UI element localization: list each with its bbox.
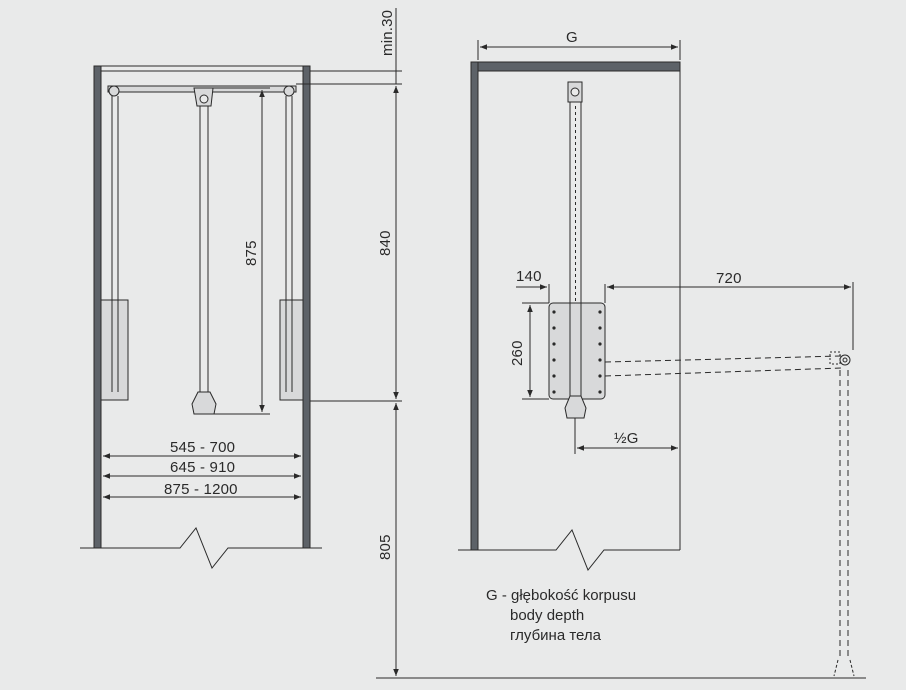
front-view [80, 65, 322, 569]
label-875-1200: 875 - 1200 [164, 481, 238, 498]
back-panel [470, 61, 479, 551]
extended-rail-end [829, 351, 851, 366]
side-top-panel [477, 61, 681, 72]
legend-line-russian: глубина тела [510, 627, 601, 644]
side-floor-break [458, 529, 680, 571]
side-view [458, 40, 855, 677]
front-pull-handle [191, 391, 217, 415]
label-840: 840 [377, 230, 394, 256]
label-875: 875 [243, 240, 260, 266]
extended-handle-dashed [833, 659, 855, 677]
right-rail-mount [283, 85, 295, 97]
left-side-panel [93, 65, 102, 549]
label-805: 805 [377, 534, 394, 560]
label-g: G [566, 29, 578, 46]
front-floor-break [80, 527, 322, 569]
left-mechanism-plate [100, 299, 129, 401]
legend: G - głębokość korpusu body depth глубина… [486, 586, 636, 646]
left-rail-mount [108, 85, 120, 97]
legend-line-polish: G - głębokość korpusu [486, 587, 637, 604]
label-645-910: 645 - 910 [170, 459, 236, 476]
label-720: 720 [716, 270, 742, 287]
vertical-dimensions [296, 8, 866, 679]
legend-line-english: body depth [510, 607, 585, 624]
side-mechanism-plate [548, 302, 606, 400]
extended-arm-dashed [604, 355, 849, 660]
label-140: 140 [516, 268, 542, 285]
side-pull-handle [564, 395, 587, 419]
label-545-700: 545 - 700 [170, 439, 236, 456]
plate-screw-holes [552, 310, 602, 394]
label-half-g: ½G [614, 430, 639, 447]
label-260: 260 [509, 340, 526, 366]
right-side-panel [302, 65, 311, 549]
label-min30: min.30 [379, 9, 396, 56]
